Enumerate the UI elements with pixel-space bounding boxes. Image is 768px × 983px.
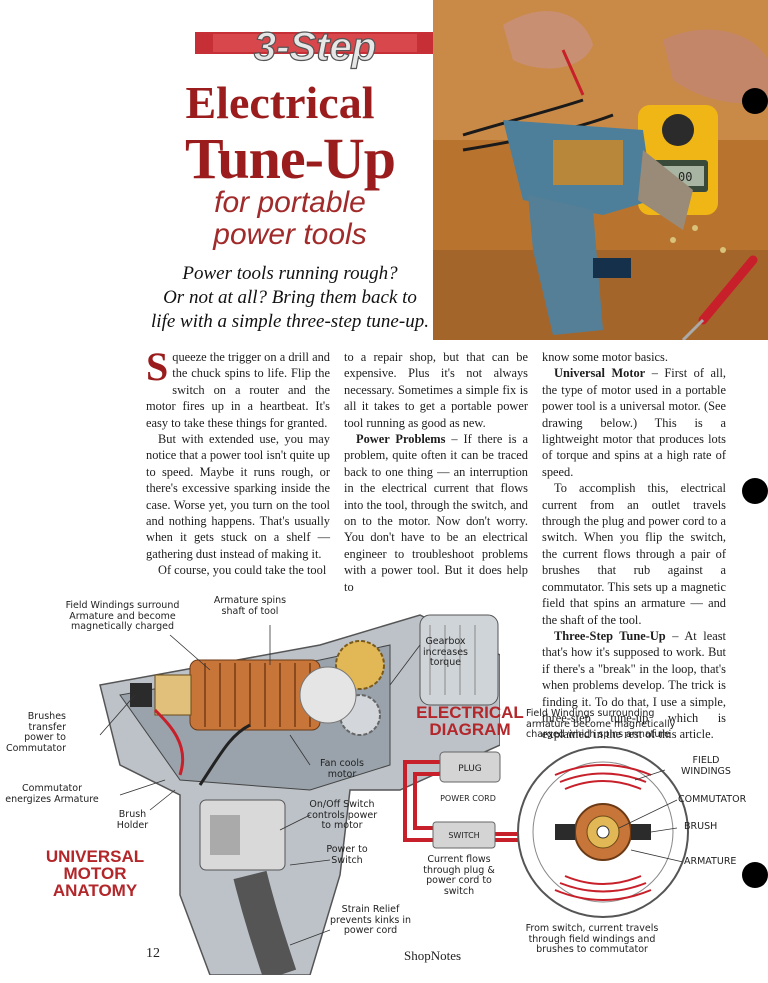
anatomy-title-1: UNIVERSAL [45,847,145,866]
diagram-field-windings: FIELD WINDINGS [681,755,731,777]
registration-dot [742,478,768,504]
title-line-2: Tune-Up [184,126,396,191]
col3-paragraph-2: – First of all, the type of motor used i… [542,366,726,479]
diagram-commutator: COMMUTATOR [678,794,747,805]
drop-cap: S [146,344,169,389]
col3-paragraph-4: – At least that's how it's supposed to w… [542,628,726,742]
diagram-switch: SWITCH [448,831,479,840]
title-line-3: for portable [214,186,366,219]
col3-paragraph-1: know some motor basics. [542,350,668,364]
col3-paragraph-3: To accomplish this, electrical current f… [542,481,726,627]
col2-paragraph-1: to a repair shop, but that can be expens… [344,350,528,430]
title-line-1: Electrical [185,77,375,128]
diagram-title-1: ELECTRICAL [416,703,524,722]
page-number: 12 [146,946,160,961]
drill-photo [503,120,693,335]
heading-power-problems: Power Problems [356,432,446,447]
anatomy-title-2: MOTOR [63,864,127,883]
label-fan: Fan cools motor [320,758,364,780]
label-brush-holder: Brush Holder [116,809,149,831]
diagram-title-2: DIAGRAM [429,720,511,739]
title-line-4: power tools [213,218,367,251]
label-field-windings: Field Windings surround Armature and bec… [65,600,180,632]
anatomy-title-3: ANATOMY [52,881,138,900]
banner-text: 3-Step [254,25,376,69]
label-strain-relief: Strain Relief prevents kinks in power co… [329,904,412,936]
diagram-brush: BRUSH [684,821,718,832]
electrical-diagram: PLUG POWER CORD SWITCH [403,746,689,918]
label-commutator: Commutator energizes Armature [5,783,99,805]
col2-paragraph-2: – If there is a problem, quite often it … [344,432,528,594]
label-gearbox: Gearbox increases torque [423,636,468,668]
step-banner: 3-Step [195,24,435,70]
registration-dot [742,88,768,114]
label-switch: On/Off Switch controls power to motor [306,799,378,831]
hero-photo: 0.00 [433,0,768,340]
deck-line-3: life with a simple three-step tune-up. [151,311,429,332]
label-armature: Armature spins shaft of tool [213,595,287,617]
magazine-name: ShopNotes [404,948,462,963]
article-column-2: to a repair shop, but that can be expens… [344,349,528,595]
diagram-field-note: Field Windings surrounding armature beco… [526,708,676,740]
col1-paragraph-1: queeze the trigger on a drill and the ch… [146,350,330,430]
heading-universal-motor: Universal Motor [554,366,646,381]
diagram-bottom-note: From switch, current travels through fie… [525,923,659,955]
label-brushes: Brushes transfer power to Commutator [6,711,66,754]
diagram-armature: ARMATURE [684,856,737,867]
heading-three-step: Three-Step Tune-Up [554,628,666,643]
deck-line-2: Or not at all? Bring them back to [163,287,417,308]
col1-paragraph-3: Of course, you could take the tool [158,563,327,578]
motor-anatomy-illustration [99,614,500,975]
label-power-to-switch: Power to Switch [326,844,368,866]
registration-dot [742,862,768,888]
diagram-current-note: Current flows through plug & power cord … [423,854,495,897]
deck-line-1: Power tools running rough? [182,263,398,284]
diagram-power-cord: POWER CORD [440,794,496,803]
diagram-plug: PLUG [458,764,482,774]
article-column-3: know some motor basics. Universal Motor … [542,349,726,743]
col1-paragraph-2: But with extended use, you may notice th… [146,432,330,561]
